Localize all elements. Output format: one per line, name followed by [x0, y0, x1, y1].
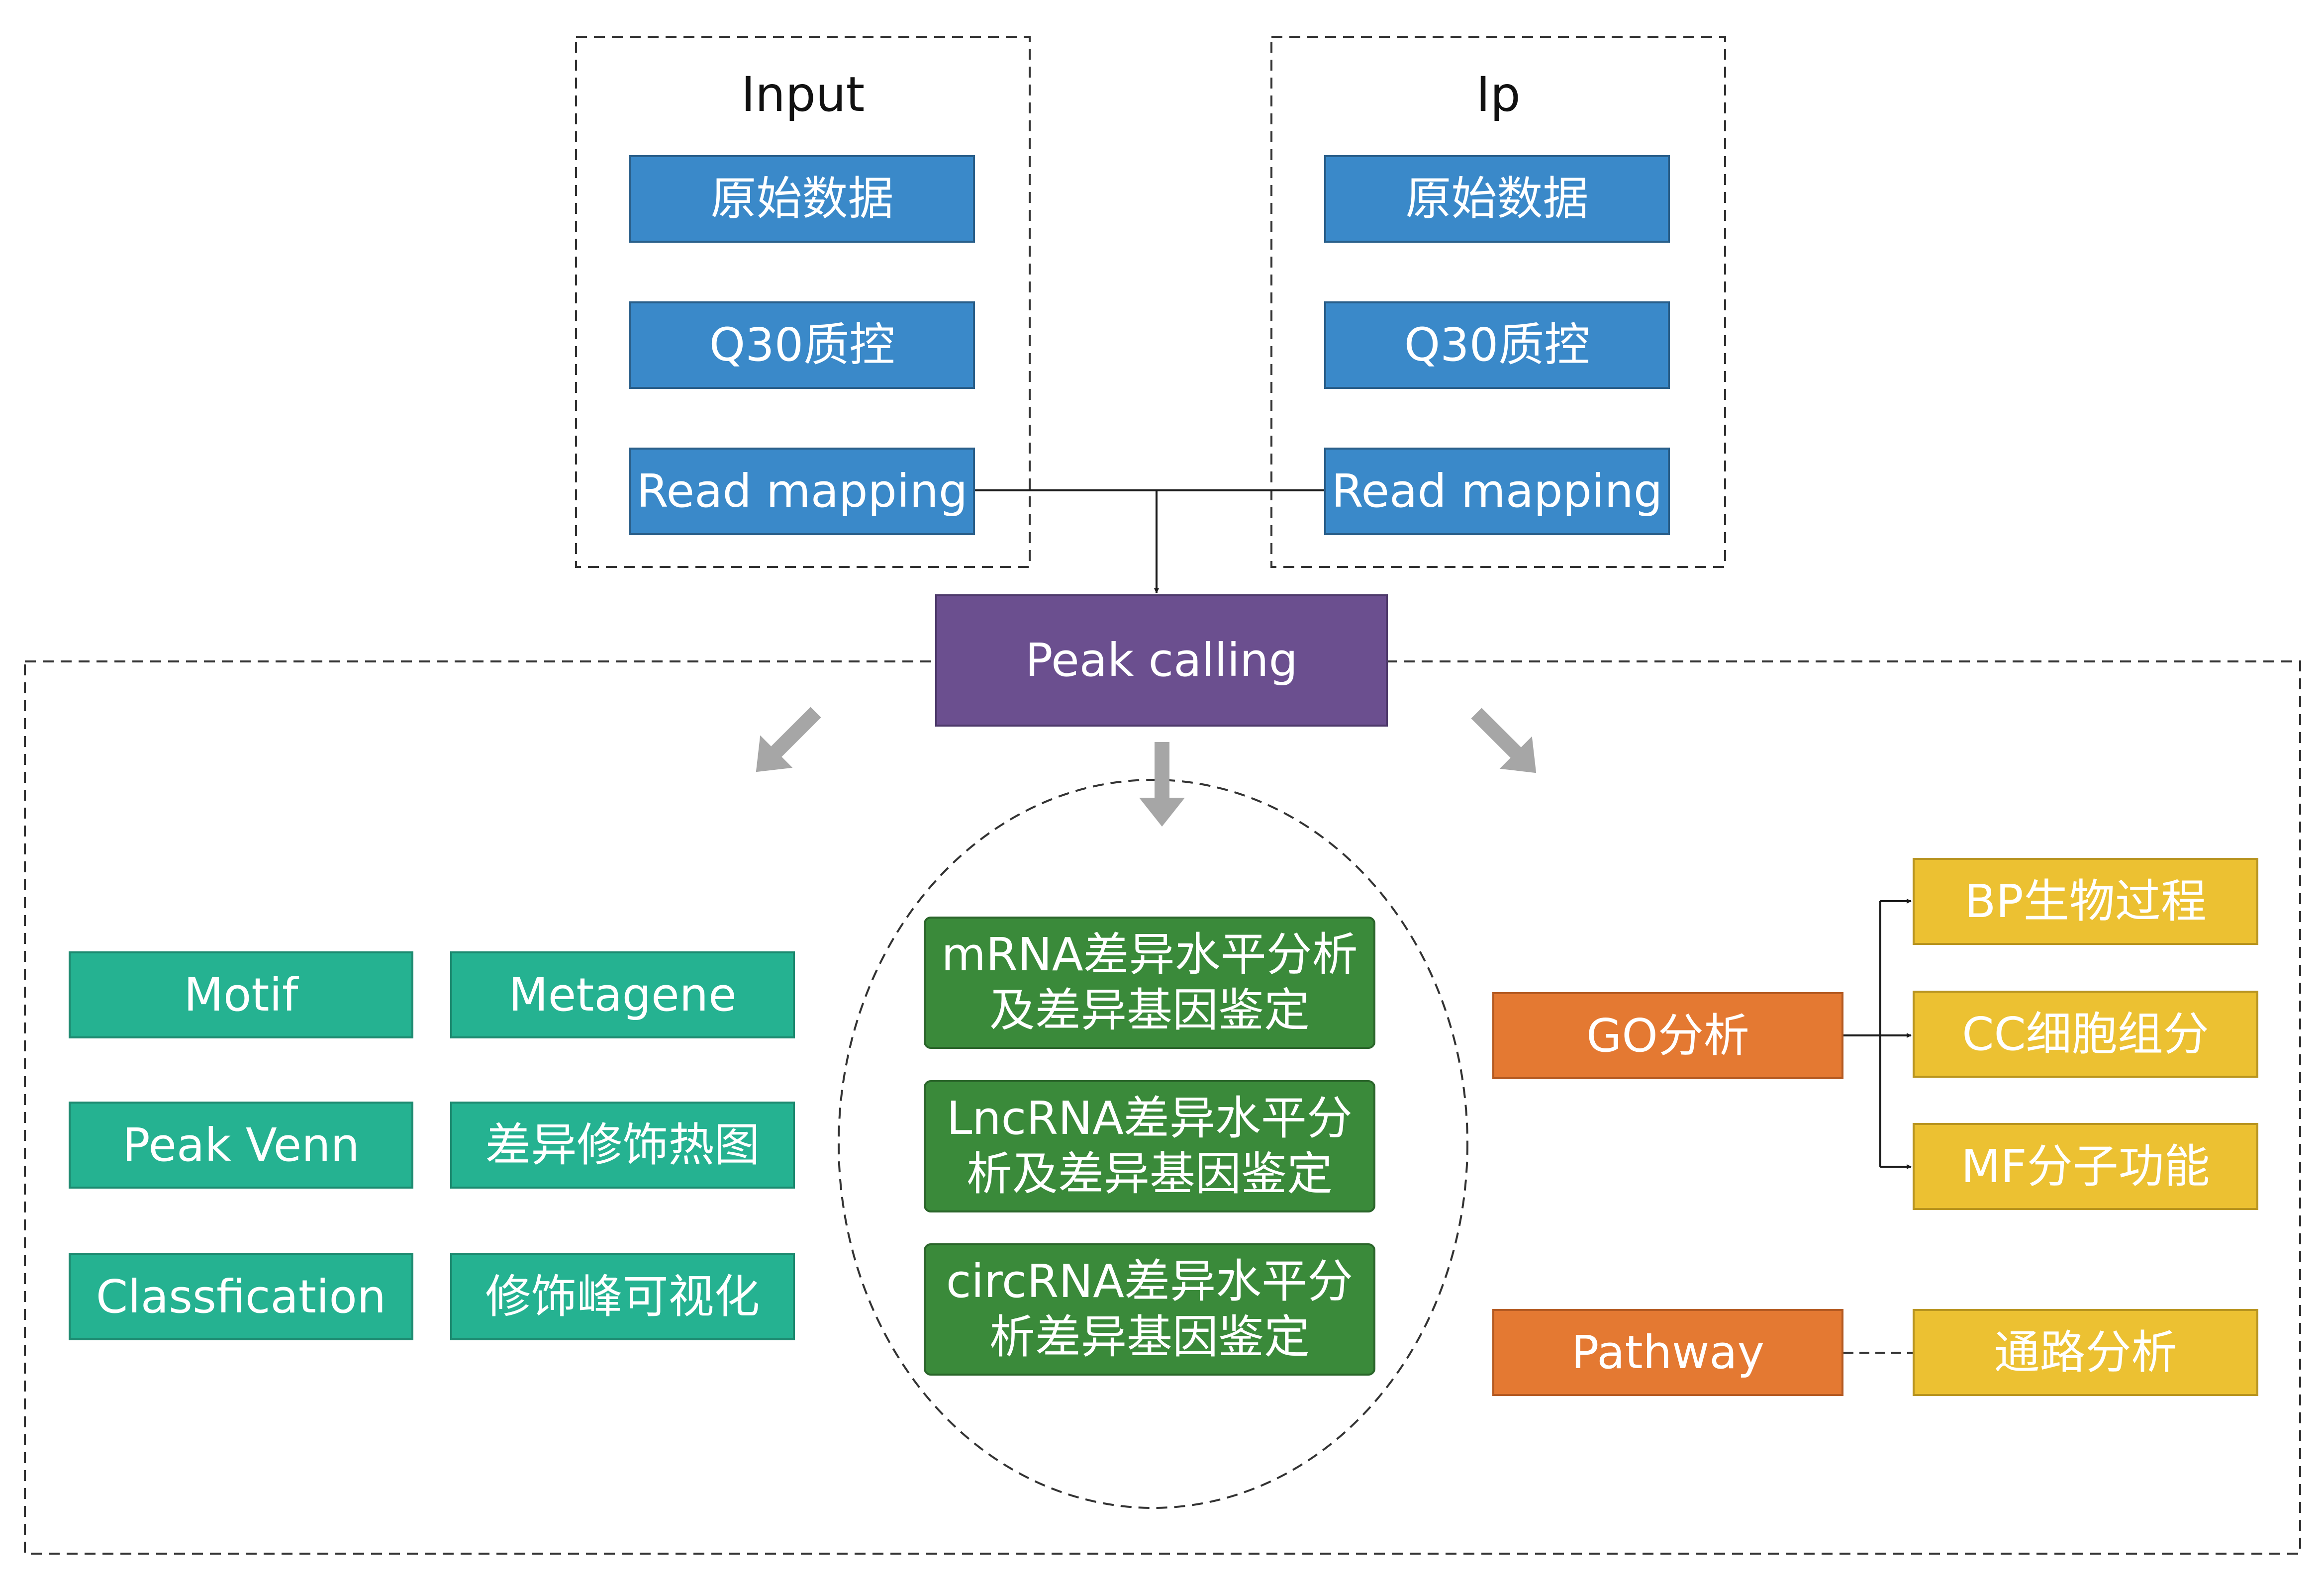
differential-group-ellipse [838, 779, 1468, 1509]
differential-heatmap-box: 差异修饰热图 [450, 1102, 795, 1189]
peak-visualization-box: 修饰峰可视化 [450, 1253, 795, 1340]
ip-q30-box: Q30质控 [1324, 301, 1670, 389]
ip-group-frame [1270, 36, 1726, 568]
peak-venn-box: Peak Venn [69, 1102, 413, 1189]
input-raw-data-box: 原始数据 [629, 155, 975, 243]
input-read-mapping-box: Read mapping [629, 448, 975, 535]
lncrna-differential-box: LncRNA差异水平分 析及差异基因鉴定 [924, 1080, 1375, 1212]
gray-arrow-right [1471, 708, 1537, 773]
ip-raw-data-box: 原始数据 [1324, 155, 1670, 243]
pathway-box: Pathway [1492, 1309, 1843, 1396]
ip-read-mapping-box: Read mapping [1324, 448, 1670, 535]
peak-calling-box: Peak calling [935, 594, 1388, 727]
input-title: Input [741, 67, 865, 122]
classification-box: Classfication [69, 1253, 413, 1340]
motif-box: Motif [69, 951, 413, 1038]
input-q30-box: Q30质控 [629, 301, 975, 389]
metagene-box: Metagene [450, 951, 795, 1038]
ip-title: Ip [1476, 67, 1521, 122]
cc-term-box: CC细胞组分 [1913, 991, 2258, 1078]
pathway-term-box: 通路分析 [1913, 1309, 2258, 1396]
gray-arrow-left [756, 707, 821, 772]
gray-arrow-down [1139, 742, 1185, 827]
mf-term-box: MF分子功能 [1913, 1123, 2258, 1210]
input-group-frame [575, 36, 1031, 568]
bp-term-box: BP生物过程 [1913, 858, 2258, 945]
go-analysis-box: GO分析 [1492, 992, 1843, 1079]
mrna-differential-box: mRNA差异水平分析 及差异基因鉴定 [924, 917, 1375, 1049]
circrna-differential-box: circRNA差异水平分 析差异基因鉴定 [924, 1243, 1375, 1376]
